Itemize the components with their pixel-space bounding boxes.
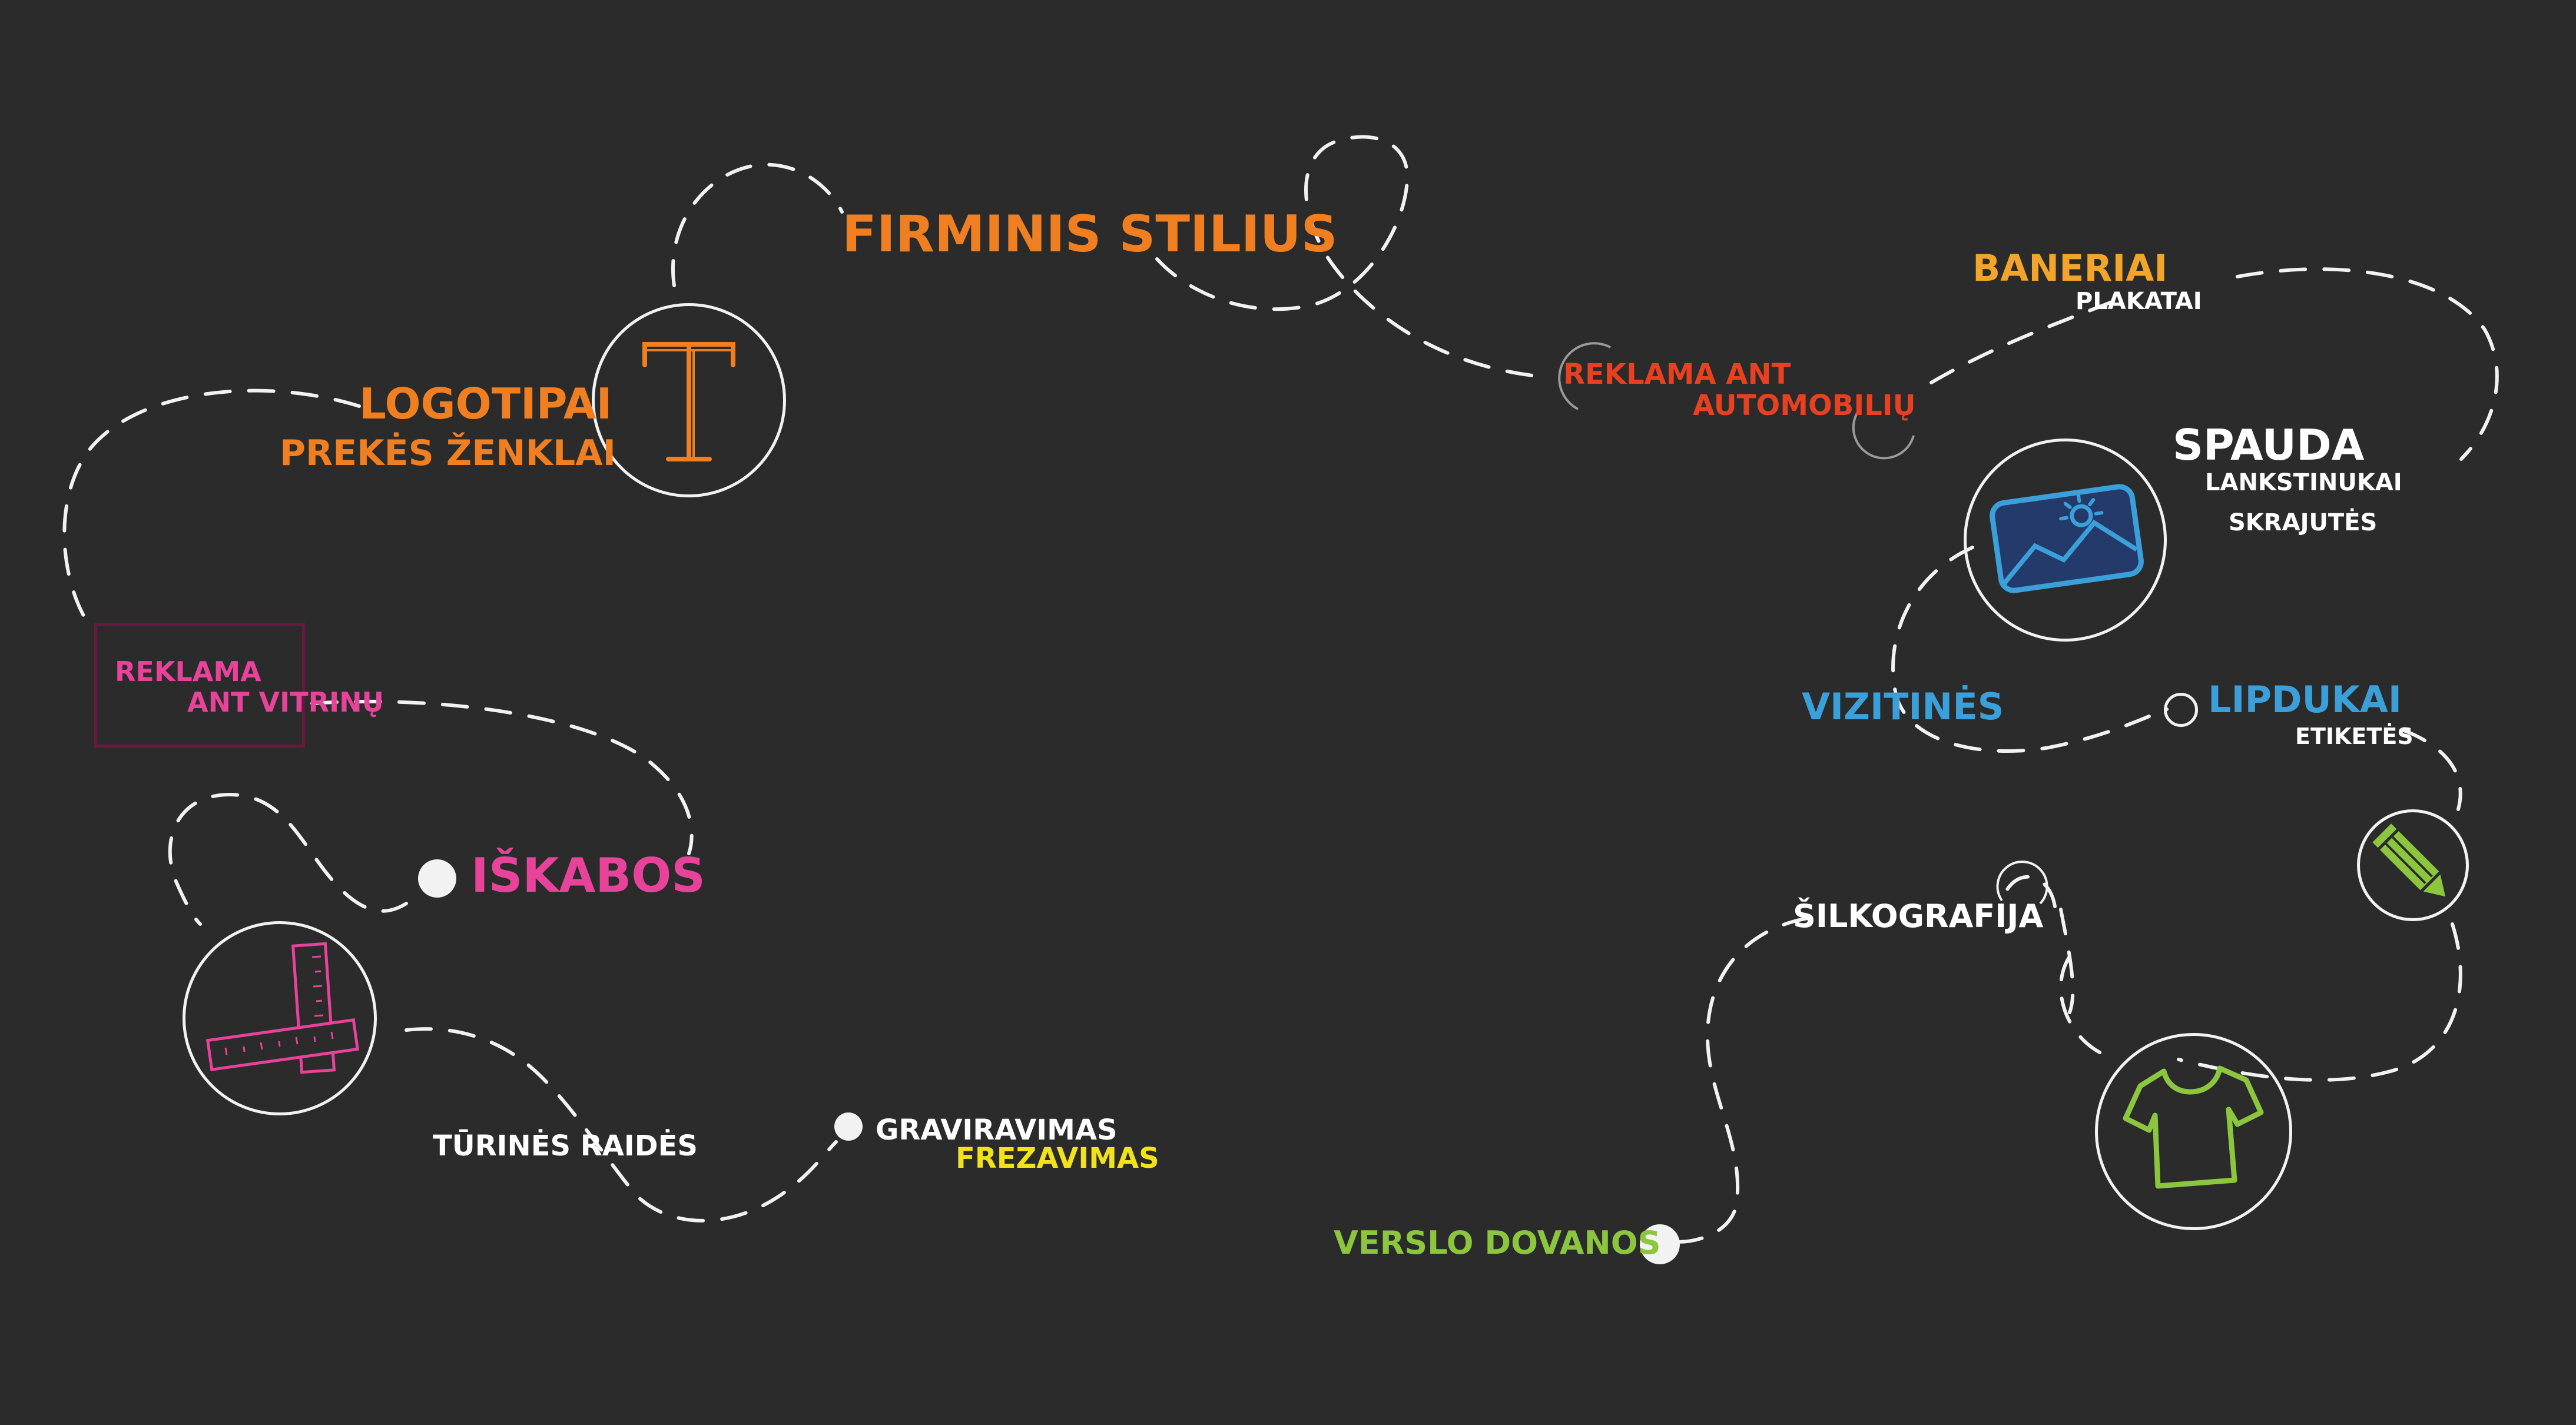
label-etiketes: ETIKETĖS xyxy=(2295,723,2413,749)
graviravimas-dot xyxy=(834,1112,863,1141)
letter-t-icon xyxy=(642,342,735,461)
label-graviravimas: GRAVIRAVIMAS xyxy=(876,1114,1118,1147)
label-turines-raides: TŪRINĖS RAIDĖS xyxy=(433,1130,698,1162)
label-vizitines: VIZITINĖS xyxy=(1802,685,2004,728)
vitrinu-frame xyxy=(94,623,305,748)
label-firminis-stilius: FIRMINIS STILIUS xyxy=(842,205,1338,264)
print-circle xyxy=(1964,439,2167,642)
silkscreen-circle xyxy=(2095,1033,2292,1230)
verslo-dovanos-dot xyxy=(1640,1224,1680,1264)
logo-circle xyxy=(592,303,786,497)
label-plakatai: PLAKATAI xyxy=(2076,288,2202,315)
label-ant-vitrinu: ANT VITRINŲ xyxy=(187,686,384,718)
signs-circle xyxy=(183,921,377,1115)
pencil-icon xyxy=(2368,819,2449,901)
label-iskabos: IŠKABOS xyxy=(471,848,705,903)
iskabos-dot xyxy=(418,859,456,898)
label-lipdukai: LIPDUKAI xyxy=(2208,678,2402,721)
label-reklama-ant: REKLAMA ANT xyxy=(1563,358,1791,391)
image-photo-icon xyxy=(1990,484,2144,593)
lipdukai-ring xyxy=(2164,693,2198,727)
label-prekes-zenklai: PREKĖS ŽENKLAI xyxy=(280,433,616,474)
label-automobiliu: AUTOMOBILIŲ xyxy=(1693,389,1916,422)
label-silkografija: ŠILKOGRAFIJA xyxy=(1793,898,2044,935)
label-frezavimas: FREZAVIMAS xyxy=(956,1142,1159,1175)
label-verslo-dovanos: VERSLO DOVANOS xyxy=(1334,1224,1661,1261)
ruler-icon xyxy=(205,942,360,1074)
label-spauda: SPAUDA xyxy=(2173,420,2365,470)
sticker-circle xyxy=(2357,809,2469,921)
label-reklama: REKLAMA xyxy=(115,656,261,687)
label-baneriai: BANERIAI xyxy=(1972,247,2168,290)
tshirt-icon xyxy=(2123,1065,2264,1189)
label-logotipai: LOGOTIPAI xyxy=(359,379,612,429)
label-skrajutes: SKRAJUTĖS xyxy=(2229,509,2378,536)
label-lankstinukai: LANKSTINUKAI xyxy=(2205,469,2402,496)
